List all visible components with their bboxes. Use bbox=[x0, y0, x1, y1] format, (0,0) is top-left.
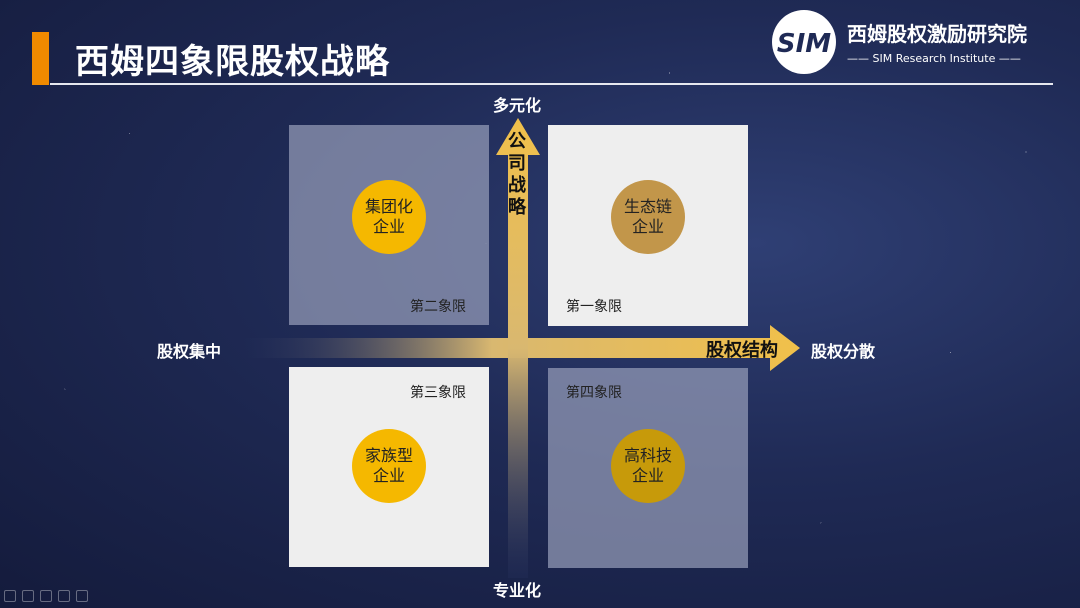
quadrant-1-title: 生态链 bbox=[623, 197, 672, 216]
quadrant-2-subtitle: 企业 bbox=[372, 217, 405, 236]
quadrant-3-circle: 家族型 企业 bbox=[352, 429, 426, 503]
quadrant-4-circle: 高科技 企业 bbox=[611, 429, 685, 503]
eraser-icon[interactable] bbox=[58, 590, 70, 602]
quadrant-4-label: 第四象限 bbox=[566, 385, 622, 401]
quadrant-3-label: 第三象限 bbox=[410, 385, 466, 401]
presentation-toolbar[interactable] bbox=[4, 590, 88, 602]
logo-mark-text: SIM bbox=[777, 29, 831, 59]
quadrant-3-subtitle: 企业 bbox=[372, 466, 405, 485]
slides-icon[interactable] bbox=[22, 590, 34, 602]
vertical-char-3: 战 bbox=[508, 175, 526, 196]
quadrant-3-title: 家族型 bbox=[364, 446, 413, 465]
axis-right-label: 股权分散 bbox=[811, 342, 876, 361]
quadrant-1-subtitle: 企业 bbox=[631, 217, 664, 236]
vertical-arrow-label: 公 司 战 略 bbox=[507, 131, 527, 219]
vertical-char-1: 公 bbox=[508, 131, 526, 152]
axis-left-label: 股权集中 bbox=[157, 342, 222, 361]
quadrant-1-label: 第一象限 bbox=[566, 299, 622, 315]
logo-name-en: —— SIM Research Institute —— bbox=[847, 52, 1021, 65]
quadrant-2-title: 集团化 bbox=[364, 197, 413, 216]
vertical-char-2: 司 bbox=[508, 153, 526, 174]
quadrant-2-label: 第二象限 bbox=[410, 299, 466, 315]
axis-top-label: 多元化 bbox=[493, 96, 542, 115]
horizontal-arrow-label: 股权结构 bbox=[706, 340, 778, 361]
quadrant-2-circle: 集团化 企业 bbox=[352, 180, 426, 254]
pointer-icon[interactable] bbox=[76, 590, 88, 602]
page-title: 西姆四象限股权战略 bbox=[75, 42, 390, 82]
vertical-arrow bbox=[496, 118, 540, 578]
title-accent-bar bbox=[32, 32, 49, 85]
quadrant-1-circle: 生态链 企业 bbox=[611, 180, 685, 254]
logo-name-cn: 西姆股权激励研究院 bbox=[847, 22, 1027, 46]
pen-icon[interactable] bbox=[4, 590, 16, 602]
quadrant-4-title: 高科技 bbox=[623, 446, 672, 465]
sim-logo-icon: SIM bbox=[772, 10, 836, 74]
title-divider bbox=[50, 83, 1053, 85]
axis-bottom-label: 专业化 bbox=[493, 581, 542, 600]
quadrant-4-subtitle: 企业 bbox=[631, 466, 664, 485]
vertical-char-4: 略 bbox=[508, 197, 526, 218]
chat-icon[interactable] bbox=[40, 590, 52, 602]
